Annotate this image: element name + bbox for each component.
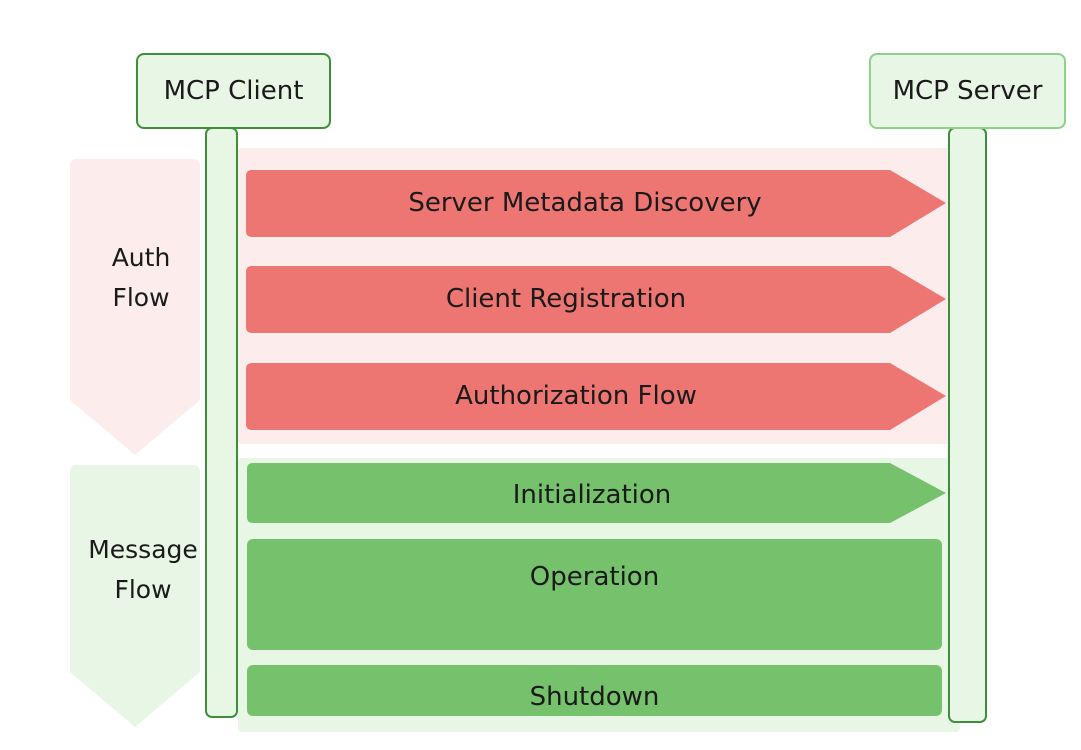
shutdown-box [247,665,942,716]
client-registration-label: Client Registration [445,284,687,314]
authorization-flow-label: Authorization Flow [455,381,697,411]
server-actor-box [869,53,1066,129]
initialization-label: Initialization [512,480,672,510]
operation-label: Operation [529,562,660,592]
server-actor-label: MCP Server [892,76,1043,106]
server-metadata-discovery-arrow [246,170,946,237]
client-actor-label: MCP Client [163,76,304,106]
shutdown-label: Shutdown [529,682,660,712]
client-lifeline [205,127,238,718]
auth-flow-section-arrow [70,159,200,455]
server-lifeline [948,127,987,723]
client-registration-arrow [246,266,946,333]
message-flow-section-arrow [70,465,200,727]
server-metadata-discovery-label: Server Metadata Discovery [408,188,762,218]
client-actor-box [136,53,331,129]
auth-flow-label: Auth Flow [111,243,171,312]
authorization-flow-arrow [246,363,946,430]
message-flow-label: Message Flow [88,535,198,604]
operation-box [247,539,942,650]
initialization-arrow [247,463,946,523]
